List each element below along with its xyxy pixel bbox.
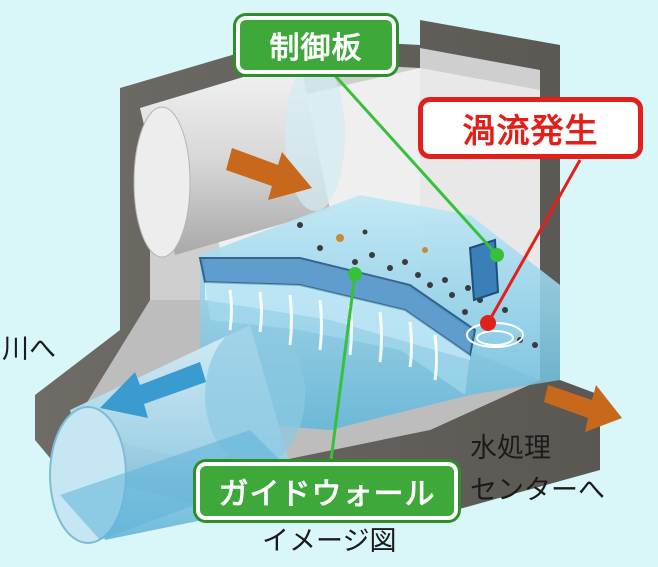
river-arrow bbox=[100, 362, 206, 418]
inflow-arrow bbox=[226, 148, 312, 200]
vortex-label: 渦流発生 bbox=[418, 97, 643, 159]
to-plant-label-line2: センターへ bbox=[470, 475, 605, 506]
control-plate-marker bbox=[490, 248, 504, 262]
guide-wall-leader bbox=[328, 273, 357, 469]
to-river-label: 川へ bbox=[2, 334, 56, 365]
control-plate-leader bbox=[328, 68, 499, 257]
guide-wall-label: ガイドウォール bbox=[196, 462, 458, 520]
control-plate-label: 制御板 bbox=[236, 16, 396, 74]
outflow-arrow bbox=[544, 385, 622, 432]
vortex-leader bbox=[486, 159, 582, 324]
vortex-marker bbox=[480, 315, 496, 331]
to-plant-label-line1: 水処理 bbox=[470, 433, 551, 464]
caption: イメージ図 bbox=[262, 526, 397, 557]
guide-wall-marker bbox=[348, 267, 362, 281]
river-outlet-pipe bbox=[49, 323, 305, 544]
